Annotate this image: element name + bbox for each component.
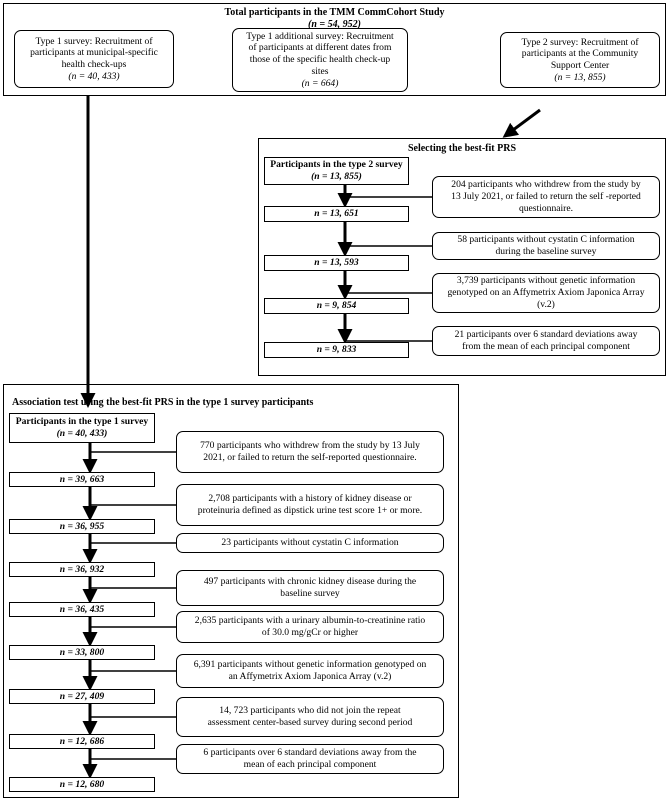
step-count: n = 13, 651 bbox=[314, 208, 359, 220]
exclusion-line: 6 participants over 6 standard deviation… bbox=[203, 747, 417, 759]
exclusion-line: during the baseline survey bbox=[495, 246, 597, 257]
step-count: n = 39, 663 bbox=[59, 473, 105, 485]
assoc-exclusion-box: 770 participants who withdrew from the s… bbox=[176, 431, 444, 473]
exclusion-line: 3,739 participants without genetic infor… bbox=[456, 275, 636, 287]
prs-exclusion-box: 3,739 participants without genetic infor… bbox=[432, 273, 660, 313]
assoc-step-box: n = 33, 800 bbox=[9, 645, 155, 660]
type1-additional-line2: of participants at different dates from bbox=[248, 42, 392, 54]
step-count: n = 13, 593 bbox=[314, 257, 359, 269]
type1-count: (n = 40, 433) bbox=[68, 70, 120, 82]
assoc-exclusion-box: 6 participants over 6 standard deviation… bbox=[176, 744, 444, 774]
step-count: n = 33, 800 bbox=[59, 646, 105, 658]
type2-line1: Type 2 survey: Recruitment of bbox=[521, 36, 639, 48]
exclusion-line: (v.2) bbox=[537, 298, 555, 310]
exclusion-line: 23 participants without cystatin C infor… bbox=[221, 537, 399, 549]
exclusion-line: 2021, or failed to return the self-repor… bbox=[203, 452, 417, 463]
type1-additional-line4: sites bbox=[311, 65, 329, 77]
total-participants-count: (n = 54, 952) bbox=[308, 19, 361, 30]
step-count: n = 9, 854 bbox=[316, 300, 357, 312]
step-count: n = 27, 409 bbox=[59, 690, 105, 702]
prs-start-box: Participants in the type 2 survey (n = 1… bbox=[264, 157, 409, 185]
type2-line2: participants at the Community bbox=[521, 48, 639, 60]
exclusion-line: 770 participants who withdrew from the s… bbox=[200, 440, 420, 452]
type1-additional-count: (n = 664) bbox=[301, 77, 339, 89]
step-count: n = 36, 932 bbox=[59, 563, 105, 575]
assoc-exclusion-box: 2,635 participants with a urinary albumi… bbox=[176, 611, 444, 643]
step-count: n = 12, 686 bbox=[59, 735, 105, 747]
type1-survey-box: Type 1 survey: Recruitment of participan… bbox=[14, 30, 174, 88]
type1-additional-line1: Type 1 additional survey: Recruitment bbox=[246, 30, 394, 42]
assoc-exclusion-box: 2,708 participants with a history of kid… bbox=[176, 484, 444, 526]
exclusion-line: 13 July 2021, or failed to return the se… bbox=[451, 191, 641, 203]
exclusion-line: of 30.0 mg/gCr or higher bbox=[261, 627, 359, 638]
type1-line2: participants at municipal-specific bbox=[30, 47, 158, 59]
prs-step-box: n = 13, 651 bbox=[264, 206, 409, 222]
type1-line1: Type 1 survey: Recruitment of bbox=[35, 35, 153, 47]
association-test-title: Association test using the best-fit PRS … bbox=[12, 397, 314, 408]
prs-start-label: Participants in the type 2 survey bbox=[270, 159, 403, 171]
prs-step-box: n = 9, 854 bbox=[264, 298, 409, 314]
prs-step-box: n = 13, 593 bbox=[264, 255, 409, 271]
arrow-to-prs-selection bbox=[502, 108, 541, 138]
prs-start-count: (n = 13, 855) bbox=[311, 171, 362, 182]
exclusion-line: proteinuria defined as dipstick urine te… bbox=[197, 505, 423, 516]
type2-line3: Support Center bbox=[550, 60, 610, 71]
exclusion-line: genotyped on an Affymetrix Axiom Japonic… bbox=[447, 287, 645, 299]
assoc-step-box: n = 12, 680 bbox=[9, 777, 155, 792]
type1-additional-survey-box: Type 1 additional survey: Recruitment of… bbox=[232, 28, 408, 92]
assoc-step-box: n = 39, 663 bbox=[9, 472, 155, 487]
exclusion-line: baseline survey bbox=[280, 588, 340, 599]
exclusion-line: 2,708 participants with a history of kid… bbox=[208, 493, 412, 505]
prs-exclusion-box: 58 participants without cystatin C infor… bbox=[432, 232, 660, 260]
type2-count: (n = 13, 855) bbox=[554, 71, 606, 83]
exclusion-line: questionnaire. bbox=[518, 202, 574, 214]
prs-exclusion-box: 204 participants who withdrew from the s… bbox=[432, 176, 660, 218]
exclusion-line: from the mean of each principal componen… bbox=[462, 341, 630, 352]
total-participants-title: Total participants in the TMM CommCohort… bbox=[224, 7, 445, 18]
exclusion-line: 14, 723 participants who did not join th… bbox=[219, 705, 401, 717]
step-count: n = 12, 680 bbox=[59, 778, 105, 790]
assoc-exclusion-box: 6,391 participants without genetic infor… bbox=[176, 654, 444, 688]
exclusion-line: mean of each principal component bbox=[243, 759, 377, 770]
assoc-step-box: n = 36, 435 bbox=[9, 602, 155, 617]
assoc-start-box: Participants in the type 1 survey (n = 4… bbox=[9, 413, 155, 443]
assoc-exclusion-box: 497 participants with chronic kidney dis… bbox=[176, 570, 444, 606]
assoc-step-box: n = 36, 955 bbox=[9, 519, 155, 534]
exclusion-line: 204 participants who withdrew from the s… bbox=[451, 179, 641, 191]
type1-line3: health check-ups bbox=[61, 59, 127, 70]
assoc-step-box: n = 27, 409 bbox=[9, 689, 155, 704]
exclusion-line: 21 participants over 6 standard deviatio… bbox=[454, 329, 638, 341]
assoc-exclusion-box: 14, 723 participants who did not join th… bbox=[176, 697, 444, 737]
prs-exclusion-box: 21 participants over 6 standard deviatio… bbox=[432, 326, 660, 356]
step-count: n = 36, 435 bbox=[59, 603, 105, 615]
exclusion-line: an Affymetrix Axiom Japonica Array (v.2) bbox=[228, 671, 392, 682]
exclusion-line: 497 participants with chronic kidney dis… bbox=[203, 576, 417, 588]
exclusion-line: assessment center-based survey during se… bbox=[207, 717, 413, 728]
type1-additional-line3: those of the specific health check-up bbox=[249, 54, 391, 66]
step-count: n = 9, 833 bbox=[316, 344, 357, 356]
exclusion-line: 6,391 participants without genetic infor… bbox=[193, 659, 427, 671]
prs-step-box: n = 9, 833 bbox=[264, 342, 409, 358]
exclusion-line: 2,635 participants with a urinary albumi… bbox=[194, 615, 426, 627]
assoc-start-label: Participants in the type 1 survey bbox=[15, 416, 149, 428]
step-count: n = 36, 955 bbox=[59, 520, 105, 532]
exclusion-line: 58 participants without cystatin C infor… bbox=[457, 234, 635, 246]
assoc-start-count: (n = 40, 433) bbox=[56, 428, 108, 439]
assoc-step-box: n = 12, 686 bbox=[9, 734, 155, 749]
type2-survey-box: Type 2 survey: Recruitment of participan… bbox=[500, 32, 660, 88]
assoc-step-box: n = 36, 932 bbox=[9, 562, 155, 577]
prs-selection-title: Selecting the best-fit PRS bbox=[407, 143, 517, 154]
assoc-exclusion-box: 23 participants without cystatin C infor… bbox=[176, 533, 444, 553]
